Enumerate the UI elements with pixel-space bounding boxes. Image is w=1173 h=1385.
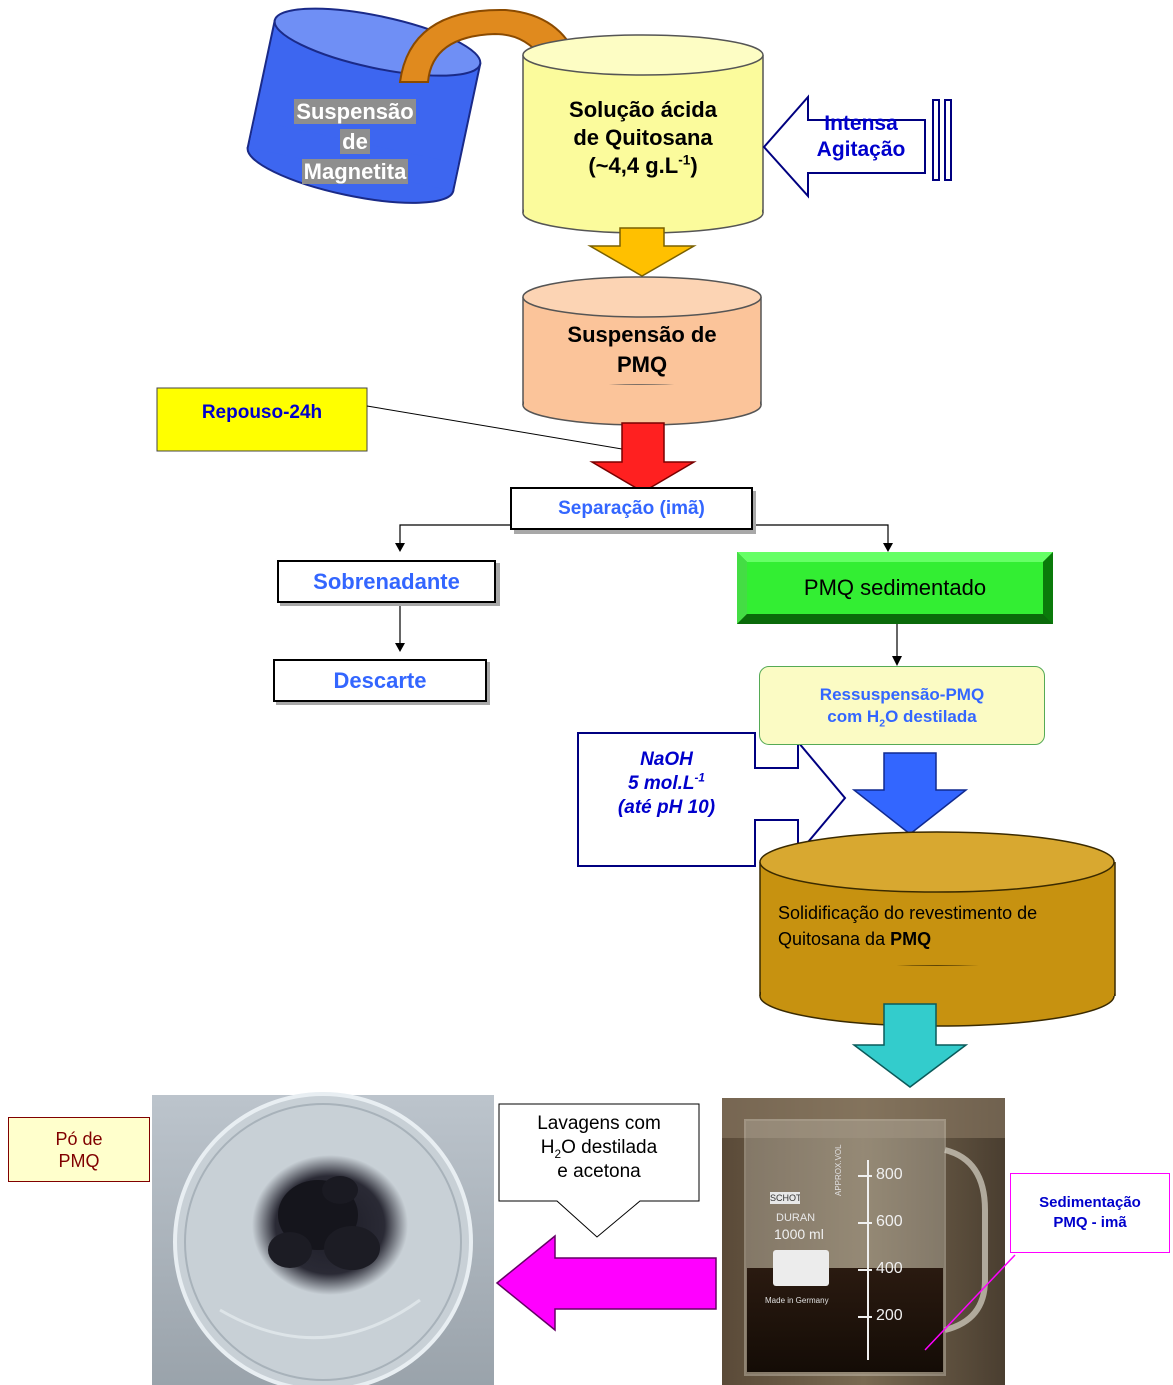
beaker-mark-600: 600 [876,1213,903,1230]
beaker-origin: Made in Germany [765,1296,829,1305]
sediment-label: PMQ sedimentado [803,575,987,600]
arrow-down-1 [587,227,697,277]
beaker-volume: 1000 ml [774,1226,824,1242]
powder-photo [152,1092,494,1385]
arrow-down-red [589,422,697,493]
naoh-arrow [577,732,847,867]
rest-connector [366,405,641,453]
sedimentation-label: Sedimentação PMQ - imã [1010,1173,1170,1253]
arrow-down-blue [851,752,969,835]
arrow-left-magenta [495,1234,717,1332]
chitosan-cylinder [522,34,764,234]
solidification-label: Solidificação do revestimento de Quitosa… [778,903,1038,949]
separation-connectors [399,524,898,656]
rest-label: Repouso-24h [201,402,323,423]
arrow-down-teal [851,1003,969,1088]
arrowheads [395,543,902,666]
resuspension-box: Ressuspensão-PMQ com H2O destilada [759,666,1045,745]
beaker-brand: SCHOTT [770,1193,800,1203]
supernatant-box: Sobrenadante [277,560,496,603]
discard-box: Descarte [273,659,487,702]
pmq-suspension-label: Suspensão de PMQ [567,322,717,377]
naoh-label: NaOH 5 mol.L-1 (até pH 10) [617,749,716,818]
chitosan-solution-label: Solução ácida de Quitosana (~4,4 g.L-1) [569,97,717,178]
agitation-label: Intensa Agitação [816,112,906,161]
separation-box: Separação (imã) [510,487,753,530]
beaker-mark-400: 400 [876,1260,903,1277]
pmq-cylinder [522,276,762,426]
sediment-box-shape [737,552,1053,624]
beaker-mark-200: 200 [876,1307,903,1324]
beaker-photo [722,1098,1016,1385]
magnetite-label: Suspensão de Magnetita [294,99,416,184]
beaker-duran: DURAN [776,1212,816,1224]
beaker-approx: APPROX.VOL [834,1144,843,1196]
solidification-cylinder [759,831,1116,1027]
washing-label: Lavagens com H2O destilada e acetona [537,1113,661,1182]
beaker-mark-800: 800 [876,1166,903,1183]
washing-callout-shape [498,1103,700,1238]
powder-label: Pó de PMQ [8,1117,150,1182]
rest-box-shape [156,387,368,452]
agitation-arrow [762,94,952,199]
